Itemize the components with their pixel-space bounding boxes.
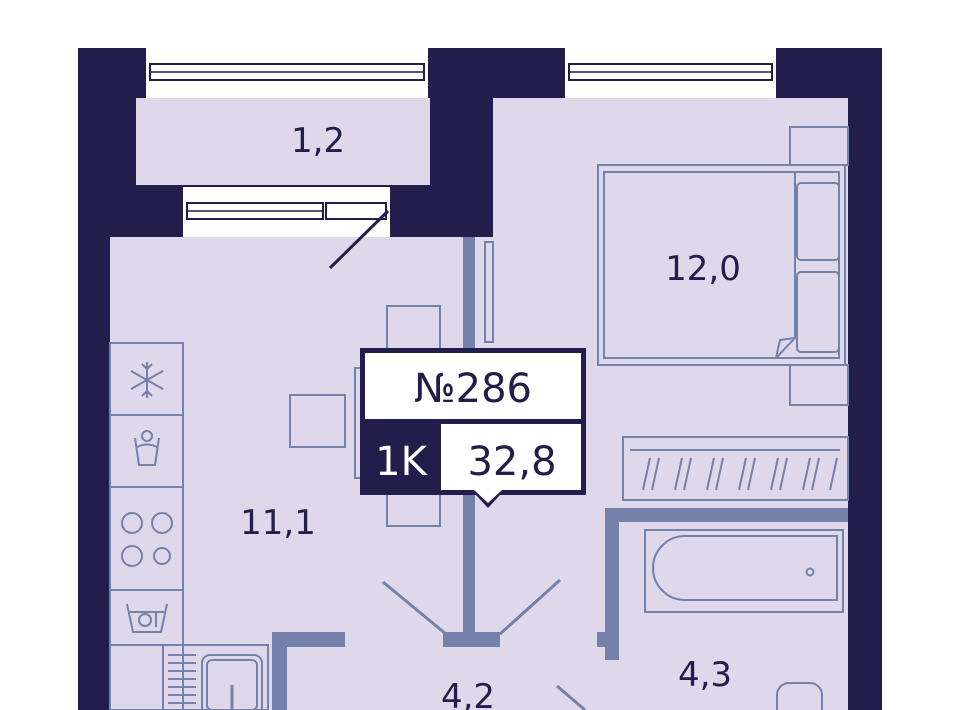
kitchen-counter xyxy=(109,342,184,710)
nightstand xyxy=(789,126,849,166)
partition-wall xyxy=(443,632,500,647)
window-balcony xyxy=(146,48,428,98)
dishwasher-icon xyxy=(126,603,168,633)
stove-icon xyxy=(121,512,173,567)
total-area: 32,8 xyxy=(467,439,556,485)
balcony-floor xyxy=(136,98,430,185)
wardrobe xyxy=(622,436,849,501)
bathroom-wall xyxy=(605,508,619,660)
partition-wall xyxy=(272,632,345,647)
apartment-badge: №286 1K 32,8 xyxy=(360,348,586,508)
snowflake-icon xyxy=(130,362,164,398)
room-area-bedroom: 12,0 xyxy=(665,249,741,289)
chair xyxy=(289,394,346,448)
toilet xyxy=(776,682,823,710)
room-area-kitchen-living: 11,1 xyxy=(240,503,316,543)
bathroom-wall xyxy=(605,508,848,522)
door-swings xyxy=(382,241,586,710)
partition-wall xyxy=(272,632,287,710)
bedroom-floor xyxy=(493,98,848,258)
bathtub xyxy=(644,529,844,613)
room-area-balcony: 1,2 xyxy=(291,121,345,161)
window-bedroom xyxy=(565,48,776,98)
balcony-door xyxy=(183,187,390,270)
nightstand xyxy=(789,364,849,406)
apartment-type: 1K xyxy=(375,439,428,485)
apartment-number: №286 xyxy=(414,366,532,412)
room-area-bathroom: 4,3 xyxy=(678,655,732,695)
bed xyxy=(597,164,846,366)
sink-icon xyxy=(162,644,269,710)
room-area-hallway: 4,2 xyxy=(441,677,495,710)
washing-icon xyxy=(134,430,160,466)
